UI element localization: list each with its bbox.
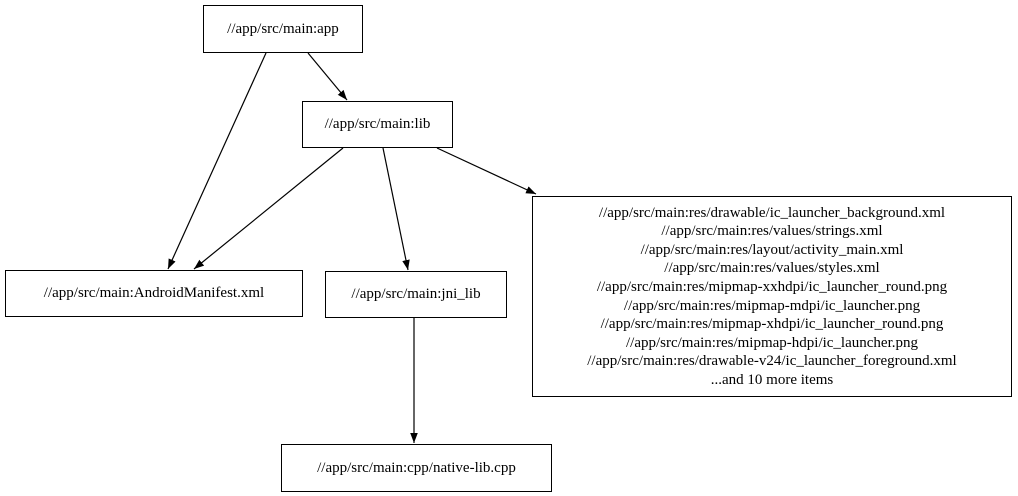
edge-app-to-lib bbox=[307, 52, 348, 101]
edge-lib-to-manifest bbox=[193, 147, 344, 270]
edge-app-to-manifest bbox=[167, 52, 267, 270]
node-app: //app/src/main:app bbox=[203, 5, 363, 53]
res-more-items: ...and 10 more items bbox=[710, 371, 834, 388]
res-item: //app/src/main:res/drawable/ic_launcher_… bbox=[598, 204, 946, 221]
res-item: //app/src/main:res/mipmap-xhdpi/ic_launc… bbox=[600, 316, 944, 333]
res-item: //app/src/main:res/values/styles.xml bbox=[664, 260, 880, 277]
res-item: //app/src/main:res/layout/activity_main.… bbox=[640, 241, 904, 258]
edge-lib-to-res-group bbox=[436, 147, 537, 195]
res-item: //app/src/main:res/drawable-v24/ic_launc… bbox=[587, 353, 957, 370]
res-item: //app/src/main:res/mipmap-mdpi/ic_launch… bbox=[623, 297, 921, 314]
edge-lib-to-jni-lib bbox=[382, 147, 410, 271]
node-lib: //app/src/main:lib bbox=[302, 101, 453, 148]
res-item: //app/src/main:res/values/strings.xml bbox=[661, 223, 883, 240]
node-native-lib-cpp-label: //app/src/main:cpp/native-lib.cpp bbox=[317, 459, 516, 476]
res-item: //app/src/main:res/mipmap-hdpi/ic_launch… bbox=[625, 334, 918, 351]
node-res-group: //app/src/main:res/drawable/ic_launcher_… bbox=[532, 196, 1012, 397]
node-lib-label: //app/src/main:lib bbox=[324, 116, 431, 132]
node-native-lib-cpp: //app/src/main:cpp/native-lib.cpp bbox=[281, 444, 552, 492]
node-jni-lib-label: //app/src/main:jni_lib bbox=[351, 286, 481, 302]
node-android-manifest: //app/src/main:AndroidManifest.xml bbox=[5, 270, 303, 317]
node-android-manifest-label: //app/src/main:AndroidManifest.xml bbox=[43, 285, 265, 301]
res-item: //app/src/main:res/mipmap-xxhdpi/ic_laun… bbox=[596, 278, 948, 295]
node-app-label: //app/src/main:app bbox=[227, 20, 339, 37]
node-jni-lib: //app/src/main:jni_lib bbox=[325, 271, 507, 318]
